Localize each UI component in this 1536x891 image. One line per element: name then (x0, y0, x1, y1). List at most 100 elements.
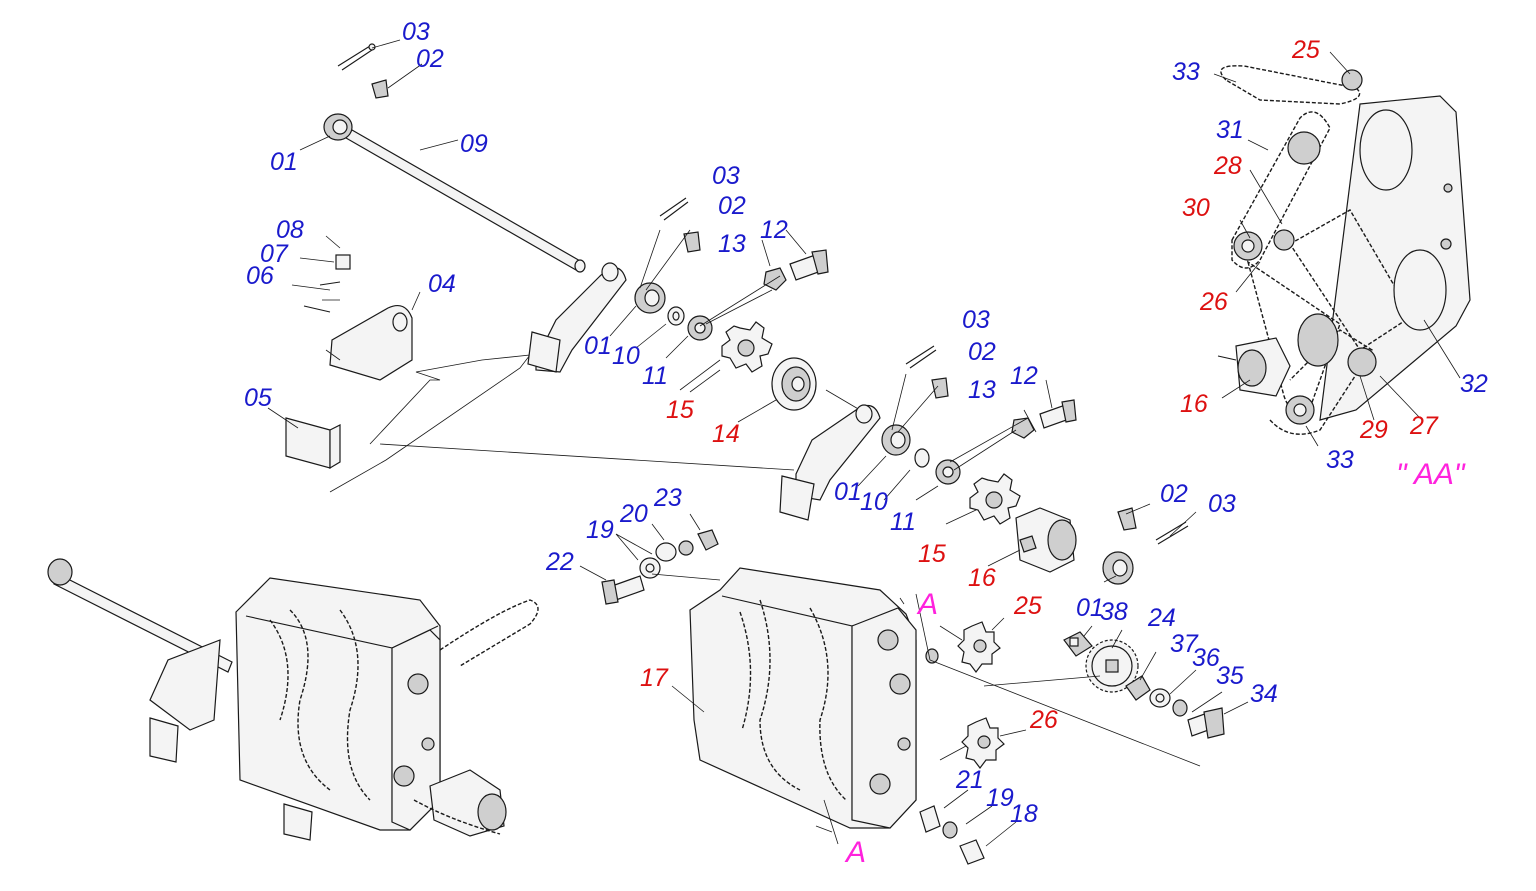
label-30: 30 (1182, 194, 1210, 222)
label-10: 10 (860, 488, 888, 516)
pin-03 (337, 43, 376, 71)
label-12: 12 (760, 216, 788, 244)
label-20: 20 (619, 500, 648, 528)
tube-05 (285, 417, 341, 470)
label-17: 17 (640, 664, 669, 692)
label-25: 25 (1291, 36, 1320, 64)
bracket-arm-3 (779, 404, 881, 521)
bracket-arm-2 (527, 262, 627, 373)
label-24: 24 (1147, 604, 1176, 632)
washer-20 (655, 540, 694, 562)
grease-02-right (1117, 507, 1137, 531)
label-08: 08 (276, 216, 304, 244)
bolt-22 (601, 575, 645, 605)
cap-18 (959, 839, 985, 865)
disc-14 (771, 357, 817, 411)
label-31: 31 (1216, 116, 1244, 144)
group-upper-sprocket (527, 197, 861, 423)
label-18: 18 (1010, 800, 1038, 828)
spacer-11-mid (935, 459, 961, 485)
grease-02-mid (931, 377, 949, 399)
label-25: 25 (1013, 592, 1042, 620)
label-11: 11 (642, 362, 668, 390)
sprocket-25 (957, 621, 1001, 673)
assembly-middle (579, 513, 1249, 865)
nut-13-mid (1011, 417, 1035, 439)
label-36: 36 (1192, 644, 1220, 672)
bolt-12 (789, 249, 829, 281)
label-35: 35 (1216, 662, 1244, 690)
group-shaft-bracket (267, 39, 795, 493)
label-27: 27 (1409, 412, 1439, 440)
bracket-04 (329, 305, 413, 381)
eccentric-16 (1015, 507, 1077, 573)
label-06: 06 (246, 262, 274, 290)
bearing-01-right (1102, 551, 1134, 585)
label-23: 23 (653, 484, 682, 512)
label-26: 26 (1029, 706, 1058, 734)
label-33: 33 (1326, 446, 1354, 474)
section-a-label: A (916, 588, 938, 621)
washer-10-mid (914, 448, 930, 468)
label-28: 28 (1213, 152, 1242, 180)
sprocket-24 (1085, 639, 1139, 693)
bolt-34 (1187, 707, 1225, 739)
label-03: 03 (1208, 490, 1236, 518)
pin-06-07-08 (303, 254, 351, 313)
washer-19-lower (942, 821, 958, 839)
view-aa-chain-drive (1213, 51, 1471, 447)
bearing-01 (323, 113, 353, 141)
frame-outline-2 (379, 443, 795, 471)
bushing-21 (919, 805, 941, 833)
section-a-label: A (844, 836, 866, 869)
label-32: 32 (1460, 370, 1488, 398)
label-21: 21 (955, 766, 984, 794)
label-15: 15 (666, 396, 694, 424)
label-07: 07 (260, 240, 289, 268)
group-lower-sprocket (779, 345, 1197, 585)
label-04: 04 (428, 270, 456, 298)
label-33: 33 (1172, 58, 1200, 86)
label-01: 01 (834, 478, 862, 506)
label-13: 13 (718, 230, 746, 258)
label-19: 19 (586, 516, 614, 544)
grease-fitting-02 (371, 79, 389, 99)
label-05: 05 (244, 384, 272, 412)
label-26: 26 (1199, 288, 1228, 316)
washer-36 (1149, 688, 1171, 708)
label-03: 03 (962, 306, 990, 334)
label-22: 22 (545, 548, 574, 576)
spacer-11 (687, 315, 713, 341)
label-02: 02 (968, 338, 996, 366)
label-11: 11 (890, 508, 916, 536)
washer-35 (1172, 699, 1188, 717)
washer-19-stack (639, 557, 661, 579)
label-13: 13 (968, 376, 996, 404)
label-37: 37 (1170, 630, 1199, 658)
pin-03-right (1155, 521, 1189, 545)
sprocket-15-mid (969, 473, 1021, 525)
assembly-left (47, 558, 539, 841)
label-34: 34 (1250, 680, 1278, 708)
bearing-01-mid (881, 424, 911, 456)
spacer-37 (1125, 675, 1151, 701)
label-10: 10 (612, 342, 640, 370)
label-15: 15 (918, 540, 946, 568)
pin-03-upper (659, 197, 689, 221)
label-03: 03 (402, 18, 430, 46)
washer-10 (667, 306, 685, 326)
nut-23 (697, 529, 719, 551)
label-01: 01 (584, 332, 612, 360)
label-16: 16 (968, 564, 996, 592)
pin-03-mid (905, 345, 937, 369)
hub-38 (1063, 631, 1093, 657)
label-01: 01 (1076, 594, 1104, 622)
label-09: 09 (460, 130, 488, 158)
grease-02-upper (683, 231, 701, 253)
label-02: 02 (416, 45, 444, 73)
label-29: 29 (1359, 416, 1388, 444)
view-aa-label: " AA" (1396, 458, 1466, 491)
sprocket-26 (961, 717, 1005, 769)
